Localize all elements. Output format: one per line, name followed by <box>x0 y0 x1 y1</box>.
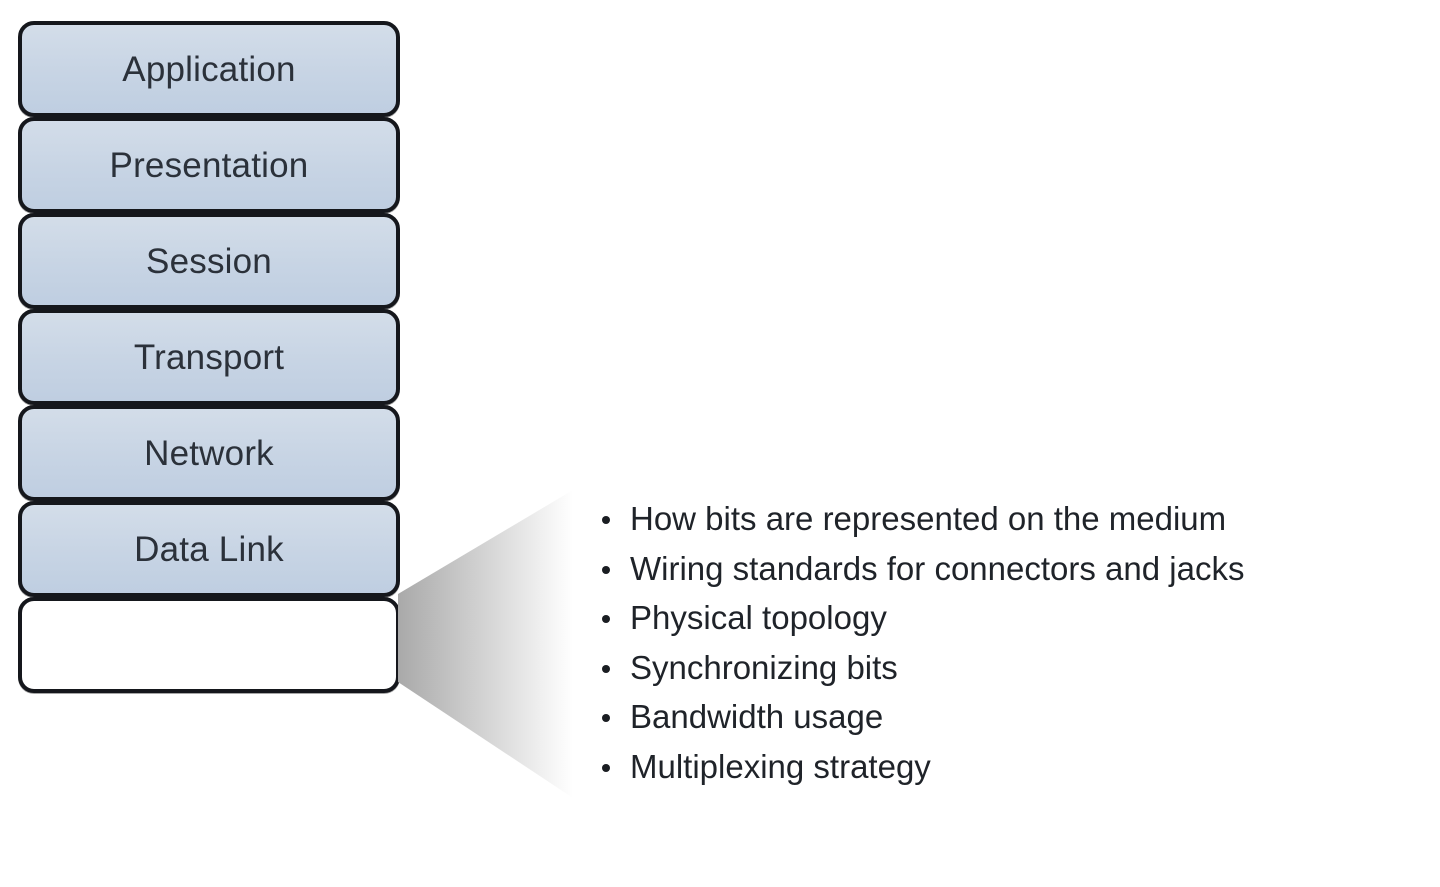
bullet-item: Multiplexing strategy <box>600 745 1410 795</box>
bullet-item: Physical topology <box>600 596 1410 646</box>
osi-layer-stack: Application Presentation Session Transpo… <box>18 21 400 693</box>
layer-box-session[interactable]: Session <box>18 213 400 309</box>
bullet-item: Wiring standards for connectors and jack… <box>600 547 1410 597</box>
bullet-item: Bandwidth usage <box>600 695 1410 745</box>
bullet-text: How bits are represented on the medium <box>630 500 1227 537</box>
bullet-text: Bandwidth usage <box>630 698 884 735</box>
layer-label-transport: Transport <box>133 337 285 377</box>
layer-box-physical[interactable] <box>18 597 400 693</box>
bullet-item: Synchronizing bits <box>600 646 1410 696</box>
bullet-text: Wiring standards for connectors and jack… <box>630 549 1245 587</box>
bullet-dot-icon <box>602 714 610 722</box>
layer-label-data-link: Data Link <box>134 529 284 569</box>
layer-box-network[interactable]: Network <box>18 405 400 501</box>
bullet-dot-icon <box>602 615 610 623</box>
layer-box-transport[interactable]: Transport <box>18 309 400 405</box>
layer-label-presentation: Presentation <box>109 145 309 185</box>
layer-box-presentation[interactable]: Presentation <box>18 117 400 213</box>
bullet-dot-icon <box>602 565 610 574</box>
layer-box-application[interactable]: Application <box>18 21 400 117</box>
layer-label-network: Network <box>144 433 274 473</box>
bullet-dot-icon <box>602 664 610 673</box>
bullet-dot-icon <box>602 763 610 772</box>
callout-wedge-icon <box>398 490 573 798</box>
bullet-dot-icon <box>602 516 610 524</box>
bullet-text: Physical topology <box>630 599 887 636</box>
layer-box-data-link[interactable]: Data Link <box>18 501 400 597</box>
bullet-text: Multiplexing strategy <box>630 747 931 785</box>
layer-label-session: Session <box>146 241 272 281</box>
layer-label-application: Application <box>122 49 296 89</box>
bullet-item: How bits are represented on the medium <box>600 497 1410 547</box>
physical-layer-bullet-list: How bits are represented on the medium W… <box>600 497 1410 794</box>
bullet-text: Synchronizing bits <box>630 648 898 686</box>
